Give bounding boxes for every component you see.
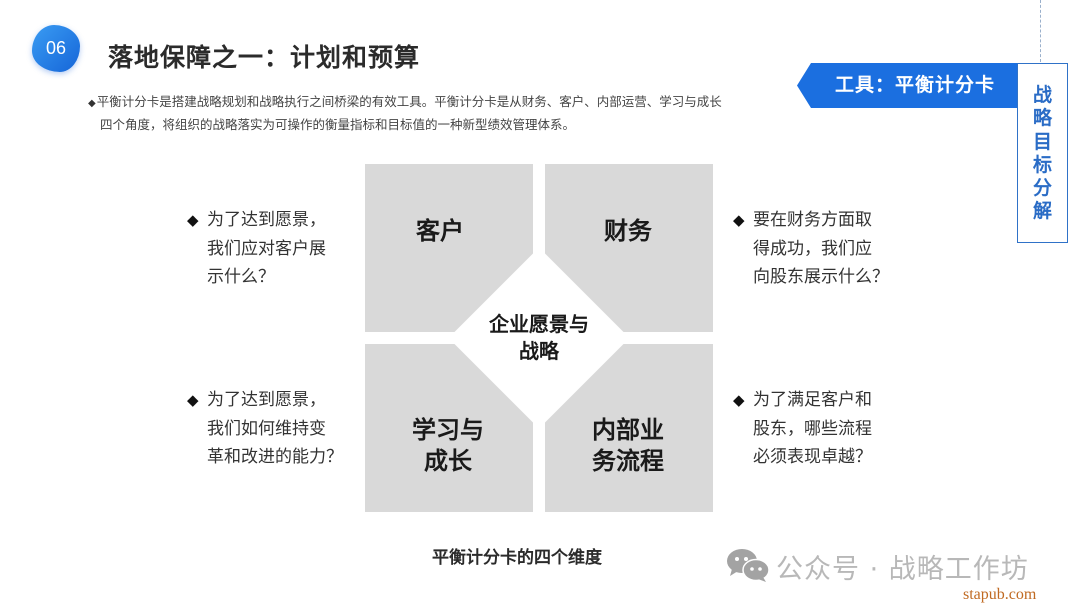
intro-paragraph: ◆平衡计分卡是搭建战略规划和战略执行之间桥梁的有效工具。平衡计分卡是从财务、客户…: [88, 91, 788, 135]
site-watermark: stapub.com: [963, 586, 1037, 603]
diagram-caption: 平衡计分卡的四个维度: [432, 548, 602, 568]
question-customer: ◆ 为了达到愿景， 我们应对客户展 示什么？: [187, 206, 326, 292]
watermark-text: 公众号 · 战略工作坊: [776, 554, 1029, 585]
quadrant-label-internal-process: 内部业 务流程: [592, 416, 664, 475]
bullet-diamond-icon: ◆: [187, 211, 199, 229]
intro-line-2: 四个角度，将组织的战略落实为可操作的衡量指标和目标值的一种新型绩效管理体系。: [100, 117, 576, 132]
question-finance: ◆ 要在财务方面取 得成功，我们应 向股东展示什么？: [733, 206, 889, 292]
bullet-diamond-icon: ◆: [733, 211, 745, 229]
vertical-label: 战 略 目 标 分 解: [1032, 84, 1052, 223]
center-label-vision-strategy: 企业愿景与 战略: [489, 312, 589, 363]
bullet-diamond-icon: ◆: [733, 391, 745, 409]
intro-line-1: ◆平衡计分卡是搭建战略规划和战略执行之间桥梁的有效工具。平衡计分卡是从财务、客户…: [88, 94, 722, 109]
wechat-icon: [727, 549, 770, 582]
vertical-label-box: [1017, 63, 1068, 243]
bullet-diamond-icon: ◆: [187, 391, 199, 409]
quadrant-label-learning-growth: 学习与 成长: [412, 416, 484, 475]
section-number: 06: [45, 38, 67, 58]
bullet-diamond-icon: ◆: [88, 98, 96, 109]
quadrant-label-customer: 客户: [416, 217, 464, 245]
tool-banner-label: 工具：平衡计分卡: [835, 74, 996, 96]
dashed-connector: [1040, 0, 1041, 62]
question-internal-process: ◆ 为了满足客户和 股东，哪些流程 必须表现卓越？: [733, 386, 872, 472]
page-title: 落地保障之一：计划和预算: [108, 43, 421, 72]
tool-banner-arrow: [797, 63, 1017, 108]
quadrant-label-finance: 财务: [604, 217, 652, 245]
section-number-badge: 06: [32, 25, 80, 72]
question-learning-growth: ◆ 为了达到愿景， 我们如何维持变 革和改进的能力？: [187, 386, 343, 472]
